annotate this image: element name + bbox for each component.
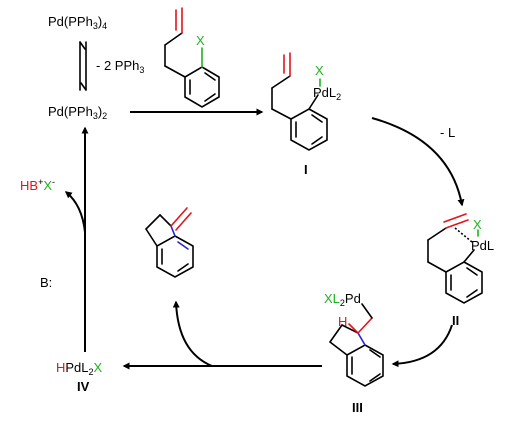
int-IV-formula: HPdL2X [56, 360, 103, 377]
equilibrium-arrows [79, 41, 87, 91]
intermediate-II-structure [427, 213, 483, 304]
int-IV-label: IV [77, 379, 90, 394]
product-structure [145, 207, 194, 278]
arrow-ligand-loss [371, 117, 465, 207]
arrow-migratory-insertion [391, 324, 453, 368]
byproduct-label: HB+X- [20, 177, 55, 193]
int-I-pd: PdL2 [313, 85, 341, 102]
ligand-loss-label: - 2 PPh3 [96, 58, 144, 75]
int-II-pd: PdL [471, 238, 494, 253]
pd-pph3-2-label: Pd(PPh3)2 [48, 104, 107, 121]
intermediate-III-structure [329, 303, 384, 387]
arrow-byproduct [64, 191, 86, 233]
substrate-aryl-halide [164, 7, 220, 108]
int-III-pd: XL2Pd [324, 291, 361, 308]
intermediate-I-structure [271, 52, 328, 151]
int-I-label: I [304, 162, 308, 177]
arrow-product-release [172, 300, 213, 367]
int-III-hydrogen: H [338, 314, 347, 329]
substrate-halide-label: X [196, 33, 205, 48]
base-label: B: [40, 275, 52, 290]
pd-pph3-4-label: Pd(PPh3)4 [48, 14, 107, 31]
int-I-halide: X [315, 63, 324, 78]
int-II-halide: X [473, 217, 482, 232]
int-II-label: II [452, 313, 459, 328]
minus-l-label: - L [440, 125, 455, 140]
int-III-label: III [352, 400, 363, 415]
